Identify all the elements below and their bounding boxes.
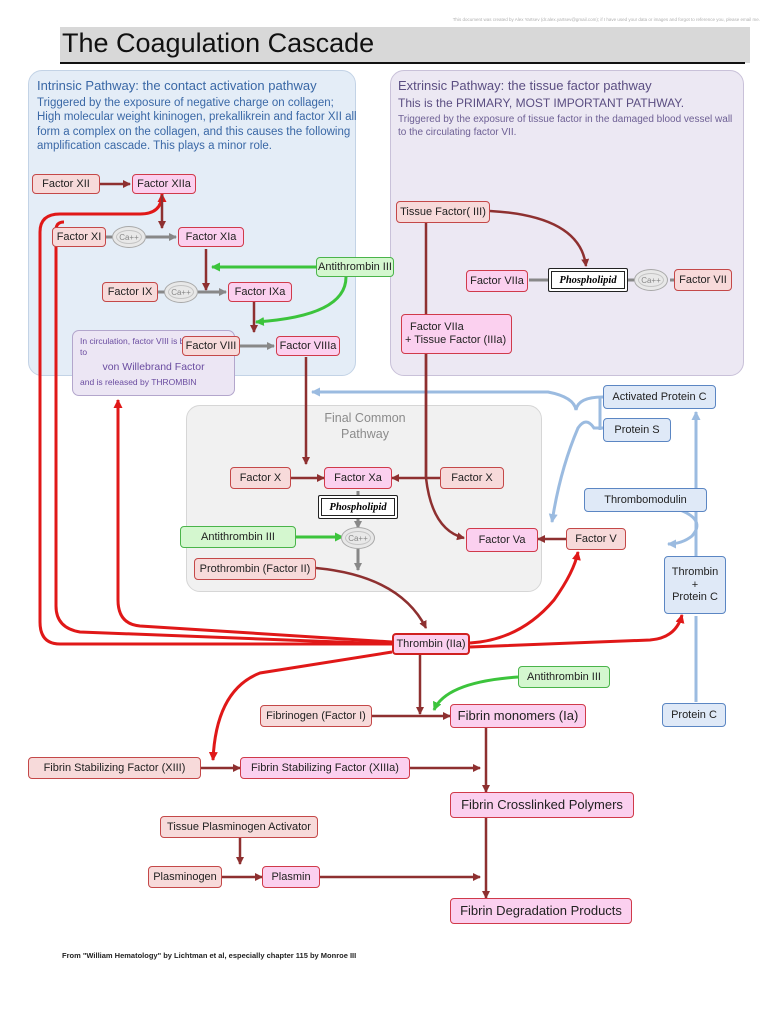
node-thrombin: Thrombin (IIa) bbox=[392, 633, 470, 655]
node-fibrin-monomers: Fibrin monomers (Ia) bbox=[450, 704, 586, 728]
calcium-ion-icon: Ca++ bbox=[112, 226, 146, 248]
node-fibrin-crosslinked-polymers: Fibrin Crosslinked Polymers bbox=[450, 792, 634, 818]
node-protein-c: Protein C bbox=[662, 703, 726, 727]
reference-footer: From "William Hematology" by Lichtman et… bbox=[62, 951, 357, 960]
node-antithrombin-iii-middle: Antithrombin III bbox=[180, 526, 296, 548]
extrinsic-primary-note: This is the PRIMARY, MOST IMPORTANT PATH… bbox=[398, 96, 685, 110]
node-factor-v: Factor V bbox=[566, 528, 626, 550]
node-factor-xia: Factor XIa bbox=[178, 227, 244, 247]
node-factor-viii: Factor VIII bbox=[182, 336, 240, 356]
node-antithrombin-iii-bottom: Antithrombin III bbox=[518, 666, 610, 688]
node-fibrinogen: Fibrinogen (Factor I) bbox=[260, 705, 372, 727]
label-line: + bbox=[691, 578, 699, 591]
activation-arrows bbox=[100, 180, 590, 899]
page-title: The Coagulation Cascade bbox=[62, 28, 375, 58]
vwf-note-line3: and is released by THROMBIN bbox=[80, 377, 197, 387]
document-credit: This document was created by Alex Yartse… bbox=[452, 17, 760, 22]
node-activated-protein-c: Activated Protein C bbox=[603, 385, 716, 409]
intrinsic-description: Triggered by the exposure of negative ch… bbox=[37, 97, 357, 153]
node-factor-xiii: Fibrin Stabilizing Factor (XIII) bbox=[28, 757, 201, 779]
node-factor-viia: Factor VIIa bbox=[466, 270, 528, 292]
node-plasminogen: Plasminogen bbox=[148, 866, 222, 888]
node-factor-x-left: Factor X bbox=[230, 467, 291, 489]
antithrombin-arrows bbox=[211, 262, 519, 711]
node-fibrin-degradation-products: Fibrin Degradation Products bbox=[450, 898, 632, 924]
final-common-pathway-label: Final Common Pathway bbox=[324, 411, 406, 441]
calcium-ion-icon: Ca++ bbox=[164, 281, 198, 303]
node-factor-viia-tissue-factor: Factor VIIa + Tissue Factor (IIIa) bbox=[401, 314, 512, 354]
node-factor-xiia: Factor XIIa bbox=[132, 174, 196, 194]
label-line: Thrombin bbox=[671, 566, 719, 579]
label-line: Factor VIIa bbox=[410, 321, 464, 334]
title-bar bbox=[60, 27, 750, 63]
intrinsic-pathway-panel bbox=[28, 70, 356, 376]
calcium-ion-icon: Ca++ bbox=[634, 269, 668, 291]
node-protein-s: Protein S bbox=[603, 418, 671, 442]
node-phospholipid-top: Phospholipid bbox=[548, 268, 628, 292]
label-line: Protein C bbox=[672, 591, 718, 604]
node-phospholipid-middle: Phospholipid bbox=[318, 495, 398, 519]
thrombin-feedback-arrows bbox=[38, 193, 685, 761]
node-factor-x-right: Factor X bbox=[440, 467, 504, 489]
node-thrombomodulin: Thrombomodulin bbox=[584, 488, 707, 512]
extrinsic-description: Triggered by the exposure of tissue fact… bbox=[398, 114, 733, 138]
node-factor-xii: Factor XII bbox=[32, 174, 100, 194]
node-tissue-factor: Tissue Factor( III) bbox=[396, 201, 490, 223]
node-tissue-plasminogen-activator: Tissue Plasminogen Activator bbox=[160, 816, 318, 838]
title-underline bbox=[60, 62, 745, 64]
node-factor-xa: Factor Xa bbox=[324, 467, 392, 489]
node-factor-xi: Factor XI bbox=[52, 227, 106, 247]
node-thrombin-protein-c: Thrombin + Protein C bbox=[664, 556, 726, 614]
node-plasmin: Plasmin bbox=[262, 866, 320, 888]
vwf-note-line2: von Willebrand Factor bbox=[102, 361, 205, 373]
vwf-note-line1: In circulation, factor VIII is bound to bbox=[80, 336, 204, 358]
intrinsic-heading: Intrinsic Pathway: the contact activatio… bbox=[37, 78, 317, 93]
node-factor-xiiia: Fibrin Stabilizing Factor (XIIIa) bbox=[240, 757, 410, 779]
protein-c-arrows bbox=[311, 387, 701, 702]
label-line: + Tissue Factor (IIIa) bbox=[405, 334, 507, 346]
node-factor-ix: Factor IX bbox=[102, 282, 158, 302]
calcium-ion-icon: Ca++ bbox=[341, 527, 375, 549]
node-factor-vii: Factor VII bbox=[674, 269, 732, 291]
node-factor-viiia: Factor VIIIa bbox=[276, 336, 340, 356]
extrinsic-heading: Extrinsic Pathway: the tissue factor pat… bbox=[398, 78, 652, 93]
node-factor-va: Factor Va bbox=[466, 528, 538, 552]
node-factor-ixa: Factor IXa bbox=[228, 282, 292, 302]
node-prothrombin: Prothrombin (Factor II) bbox=[194, 558, 316, 580]
node-antithrombin-iii-top: Antithrombin III bbox=[316, 257, 394, 277]
